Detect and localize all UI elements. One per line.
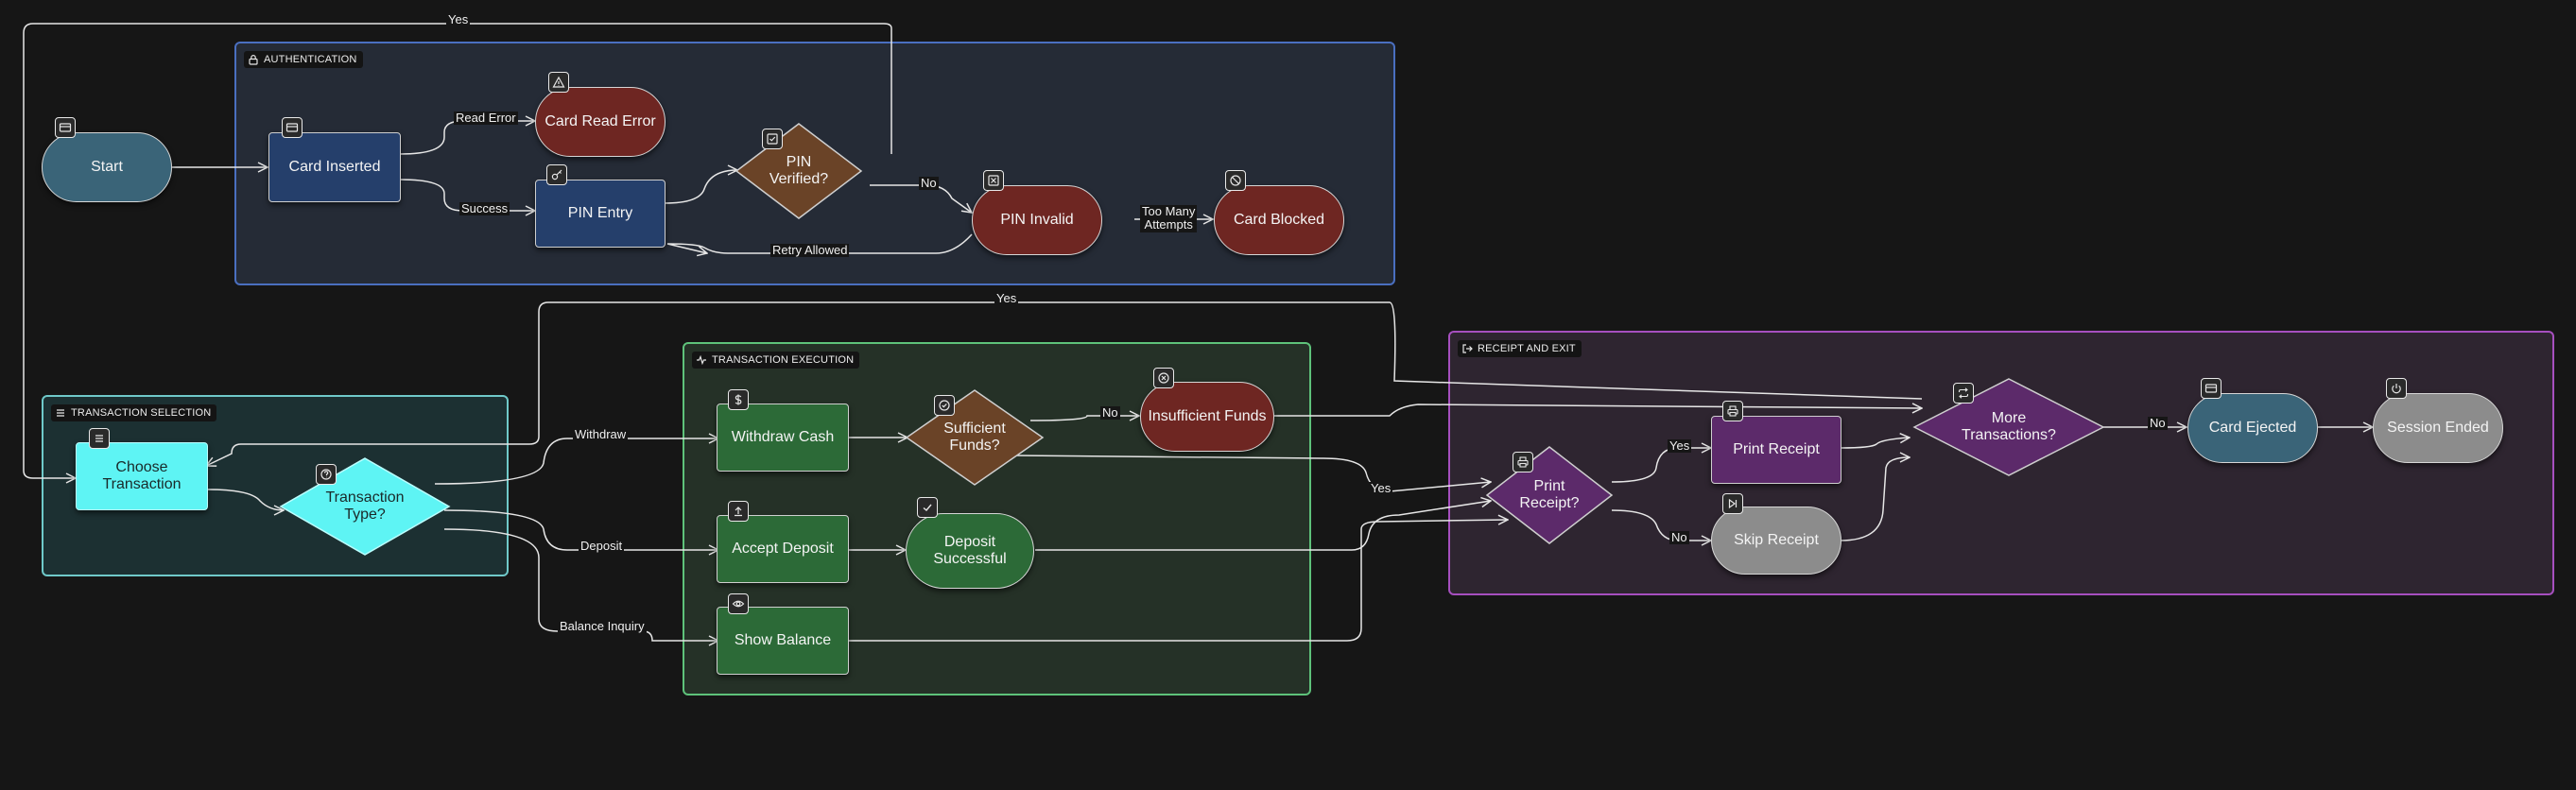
node-label: Sufficient Funds? xyxy=(943,421,1006,454)
card-icon xyxy=(2201,378,2222,399)
edge-label-success: Success xyxy=(459,201,510,216)
node-skip-receipt[interactable]: Skip Receipt xyxy=(1711,507,1841,575)
group-title-text: TRANSACTION EXECUTION xyxy=(712,354,855,366)
group-title-receipt-and-exit: RECEIPT AND EXIT xyxy=(1458,340,1582,357)
edge-label-deposit: Deposit xyxy=(579,539,625,554)
list-icon xyxy=(89,428,110,449)
x-square-icon xyxy=(983,170,1004,191)
power-icon xyxy=(2386,378,2407,399)
node-session-ended[interactable]: Session Ended xyxy=(2373,393,2503,463)
node-label: Withdraw Cash xyxy=(731,429,835,446)
node-label: Print Receipt xyxy=(1733,441,1820,458)
node-card-blocked[interactable]: Card Blocked xyxy=(1214,185,1344,255)
question-icon xyxy=(316,464,337,485)
edge-label-no-funds: No xyxy=(1100,405,1120,421)
node-accept-deposit[interactable]: Accept Deposit xyxy=(717,515,849,583)
edge-label-yes-more: Yes xyxy=(994,291,1019,306)
node-withdraw-cash[interactable]: Withdraw Cash xyxy=(717,404,849,472)
node-label: Show Balance xyxy=(734,632,832,649)
logout-icon xyxy=(1462,344,1473,353)
node-label: Choose Transaction xyxy=(102,459,182,492)
group-title-authentication: AUTHENTICATION xyxy=(244,51,363,68)
x-circle-icon xyxy=(1153,368,1174,388)
node-label: Skip Receipt xyxy=(1734,532,1819,549)
list-icon xyxy=(57,409,64,417)
eye-icon xyxy=(728,593,749,614)
node-label: Accept Deposit xyxy=(732,541,834,558)
node-label: PIN Invalid xyxy=(1000,212,1074,229)
group-title-text: TRANSACTION SELECTION xyxy=(71,407,212,419)
node-card-inserted[interactable]: Card Inserted xyxy=(268,132,401,202)
node-label: Transaction Type? xyxy=(325,489,405,523)
check-icon xyxy=(917,497,938,518)
group-title-transaction-execution: TRANSACTION EXECUTION xyxy=(692,352,860,369)
node-label: More Transactions? xyxy=(1962,410,2056,443)
check-circle-icon xyxy=(934,395,955,416)
edge-label-no-print: No xyxy=(1669,530,1689,545)
node-more-transactions[interactable]: More Transactions? xyxy=(1912,378,2105,476)
node-start[interactable]: Start xyxy=(42,132,172,202)
edge-label-yes-funds: Yes xyxy=(1369,481,1393,496)
node-label: Card Read Error xyxy=(545,113,656,130)
node-label: Deposit Successful xyxy=(933,534,1007,567)
node-insufficient-funds[interactable]: Insufficient Funds xyxy=(1140,382,1274,452)
node-label: Start xyxy=(91,159,123,176)
edge-label-retry-allowed: Retry Allowed xyxy=(770,243,850,258)
node-label: Print Receipt? xyxy=(1519,478,1580,511)
edge-label-withdraw: Withdraw xyxy=(573,427,629,442)
card-icon xyxy=(55,117,76,138)
repeat-icon xyxy=(1953,383,1974,404)
node-sufficient-funds[interactable]: Sufficient Funds? xyxy=(905,389,1045,486)
edge-label-balance-inquiry: Balance Inquiry xyxy=(558,619,647,634)
node-pin-entry[interactable]: PIN Entry xyxy=(535,180,666,248)
printer-icon xyxy=(1722,401,1743,421)
group-title-transaction-selection: TRANSACTION SELECTION xyxy=(51,404,217,421)
node-transaction-type[interactable]: Transaction Type? xyxy=(279,457,451,556)
node-pin-verified[interactable]: PIN Verified? xyxy=(735,123,863,219)
node-label: Card Ejected xyxy=(2208,420,2297,437)
node-label: Insufficient Funds xyxy=(1148,408,1267,425)
node-card-read-error[interactable]: Card Read Error xyxy=(535,87,666,157)
node-print-receipt-q[interactable]: Print Receipt? xyxy=(1485,446,1614,544)
node-print-receipt[interactable]: Print Receipt xyxy=(1711,416,1841,484)
node-card-ejected[interactable]: Card Ejected xyxy=(2187,393,2318,463)
dollar-icon xyxy=(728,389,749,410)
key-icon xyxy=(546,164,567,185)
node-label: Session Ended xyxy=(2387,420,2489,437)
printer-icon xyxy=(1513,452,1533,472)
group-title-text: RECEIPT AND EXIT xyxy=(1478,343,1576,354)
edge-label-read-error: Read Error xyxy=(454,111,518,126)
skip-icon xyxy=(1722,493,1743,514)
edge-label-no-more: No xyxy=(2148,416,2168,431)
card-icon xyxy=(282,117,303,138)
edge-label-too-many-attempts: Too Many Attempts xyxy=(1140,204,1198,232)
node-label: Card Inserted xyxy=(288,159,381,176)
lock-icon xyxy=(249,55,258,65)
edge-label-yes-print: Yes xyxy=(1668,438,1692,454)
node-pin-invalid[interactable]: PIN Invalid xyxy=(972,185,1102,255)
edge-label-no-pin: No xyxy=(919,176,939,191)
upload-icon xyxy=(728,501,749,522)
node-label: PIN Entry xyxy=(567,205,633,222)
node-label: PIN Verified? xyxy=(769,154,829,187)
node-show-balance[interactable]: Show Balance xyxy=(717,607,849,675)
warning-icon xyxy=(548,72,569,93)
node-label: Card Blocked xyxy=(1233,212,1325,229)
node-choose-transaction[interactable]: Choose Transaction xyxy=(76,442,208,510)
node-deposit-successful[interactable]: Deposit Successful xyxy=(906,513,1034,589)
edge-label-yes-top: Yes xyxy=(446,12,471,27)
activity-icon xyxy=(697,354,706,366)
group-title-text: AUTHENTICATION xyxy=(264,54,357,65)
check-square-icon xyxy=(762,129,783,149)
ban-icon xyxy=(1225,170,1246,191)
